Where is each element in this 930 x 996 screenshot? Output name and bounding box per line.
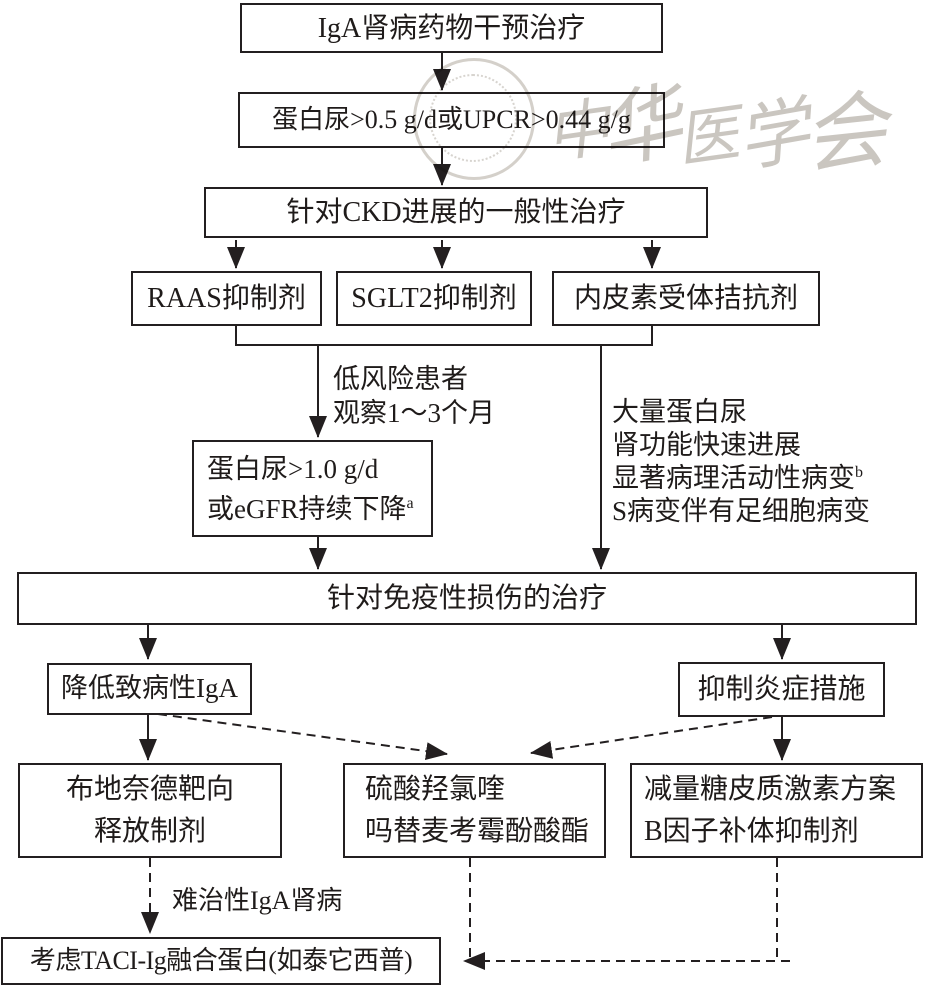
label-high-risk-line3: 显著病理活动性病变b xyxy=(612,463,863,493)
label-low-risk-line1: 低风险患者 xyxy=(333,364,468,394)
label-high-risk: 大量蛋白尿 肾功能快速进展 显著病理活动性病变b S病变伴有足细胞病变 xyxy=(612,396,870,528)
footnote-b: b xyxy=(855,464,863,481)
box-gcs-line2: B因子补体抑制剂 xyxy=(644,815,859,847)
box-hcq-line1: 硫酸羟氯喹 xyxy=(365,773,506,805)
box-gcs-complement: 减量糖皮质激素方案 B因子补体抑制剂 xyxy=(630,763,923,858)
label-refractory-iga: 难治性IgA肾病 xyxy=(172,886,343,915)
box-persistent-line1: 蛋白尿>1.0 g/d xyxy=(207,453,379,484)
box-persistent-line2: 或eGFR持续下降a xyxy=(207,493,414,524)
box-taci-ig: 考虑TACI-Ig融合蛋白(如泰它西普) xyxy=(1,937,441,985)
box-gcs-line1: 减量糖皮质激素方案 xyxy=(644,773,897,805)
watermark-char: 学 xyxy=(730,90,816,182)
box-budesonide-line1: 布地奈德靶向 xyxy=(65,773,234,805)
box-persistent-proteinuria: 蛋白尿>1.0 g/d 或eGFR持续下降a xyxy=(192,440,433,537)
watermark-char: 医 xyxy=(672,99,744,176)
box-hcq-line2: 吗替麦考霉酚酸酯 xyxy=(365,815,590,847)
box-raas-inhibitor: RAAS抑制剂 xyxy=(131,271,322,326)
label-low-risk-line2: 观察1～3个月 xyxy=(333,398,495,428)
label-high-risk-line4: S病变伴有足细胞病变 xyxy=(612,496,871,526)
connector-bus xyxy=(235,326,653,346)
label-low-risk: 低风险患者 观察1～3个月 xyxy=(333,362,495,430)
box-sglt2-inhibitor: SGLT2抑制剂 xyxy=(336,271,532,326)
box-immune-injury-therapy: 针对免疫性损伤的治疗 xyxy=(17,572,917,625)
dashed-arrow-inflam-to-hcq xyxy=(530,716,773,759)
footnote-a: a xyxy=(406,494,414,512)
box-drug-intervention: IgA肾病药物干预治疗 xyxy=(240,3,663,53)
box-hcq-mmf: 硫酸羟氯喹 吗替麦考霉酚酸酯 xyxy=(343,763,606,858)
watermark-char: 会 xyxy=(798,83,892,186)
dashed-arrow-reduce-to-hcq xyxy=(157,713,448,761)
box-endothelin-antagonist: 内皮素受体拮抗剂 xyxy=(552,271,820,326)
box-proteinuria-criteria: 蛋白尿>0.5 g/d或UPCR>0.44 g/g xyxy=(238,92,665,148)
box-general-ckd-therapy: 针对CKD进展的一般性治疗 xyxy=(204,187,708,238)
box-budesonide: 布地奈德靶向 释放制剂 xyxy=(18,763,282,858)
label-high-risk-line1: 大量蛋白尿 xyxy=(612,397,747,427)
box-anti-inflammation: 抑制炎症措施 xyxy=(678,662,885,717)
box-budesonide-line2: 释放制剂 xyxy=(93,815,206,847)
box-reduce-pathogenic-iga: 降低致病性IgA xyxy=(47,663,252,715)
label-high-risk-line2: 肾功能快速进展 xyxy=(612,430,801,460)
